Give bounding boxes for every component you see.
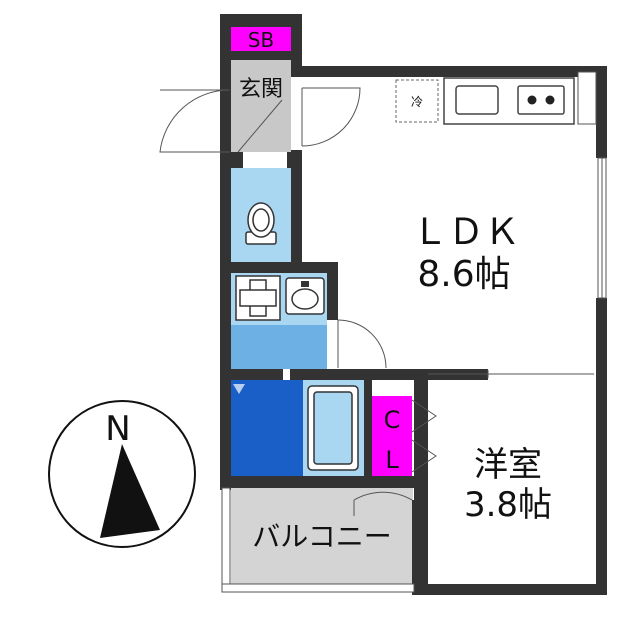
north-arrow-icon [100, 444, 160, 538]
balcony-label: バルコニー [252, 520, 391, 553]
washing-machine-icon [235, 275, 281, 321]
ldk-size-label: 8.6帖 [417, 254, 510, 295]
closet-label-c: C [384, 406, 401, 434]
shoe-box-fill [231, 27, 291, 51]
fridge-label: 冷 [411, 95, 423, 109]
ldk-name-label: ＬＤＫ [412, 212, 520, 253]
western-room-size-label: 3.8帖 [464, 485, 552, 525]
kitchen-counter[interactable] [443, 77, 575, 125]
closet[interactable] [372, 396, 412, 480]
shoe-box-label: SB [248, 28, 274, 52]
entrance-label: 玄関 [239, 77, 283, 102]
walls [220, 14, 607, 595]
windows [577, 71, 607, 299]
balcony[interactable] [231, 488, 413, 584]
fridge-space: 冷 [395, 79, 439, 123]
western-room-name-label: 洋室 [474, 445, 542, 485]
doors[interactable] [159, 87, 594, 516]
entrance-floor [231, 60, 291, 152]
compass-north-label: N [105, 409, 130, 449]
balcony-railing [221, 487, 231, 589]
wash-basin-icon [285, 277, 325, 315]
compass: N [48, 400, 196, 548]
toilet-icon [245, 202, 277, 245]
sink-icon [455, 85, 499, 115]
stove-icon [517, 85, 565, 115]
bathtub-icon [307, 385, 359, 471]
closet-label-l: L [385, 446, 399, 474]
drain-icon [233, 384, 245, 394]
bathroom[interactable] [231, 380, 303, 476]
